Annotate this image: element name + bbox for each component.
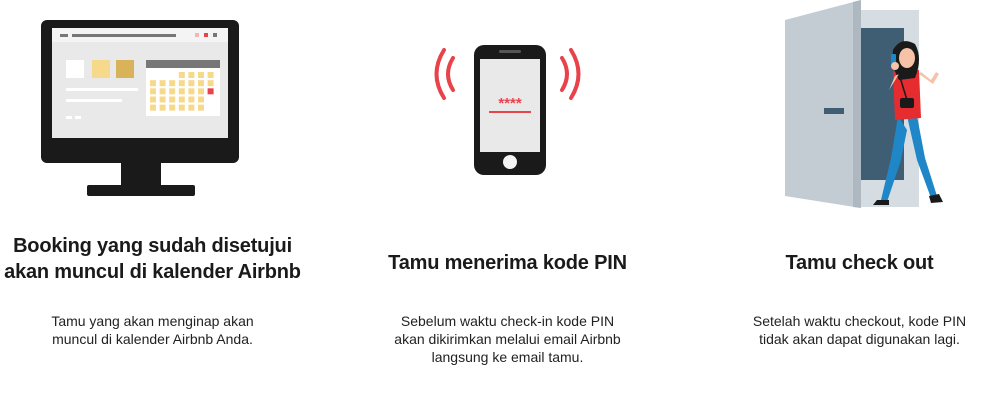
calendar-day	[188, 96, 195, 103]
step-title: Tamu check out	[785, 252, 934, 274]
calendar-day	[198, 72, 204, 78]
calendar-day	[159, 80, 166, 87]
calendar-day	[198, 104, 204, 111]
calendar-day	[169, 80, 176, 87]
door-guest-icon	[785, 0, 943, 208]
calendar-day	[178, 88, 185, 95]
calendar-day	[178, 80, 185, 87]
monitor-calendar-icon	[41, 20, 239, 196]
calendar-day	[188, 88, 195, 95]
calendar-day	[150, 88, 156, 95]
step-description: Sebelum waktu check-in kode PIN akan dik…	[394, 313, 621, 365]
calendar-day	[150, 80, 156, 87]
calendar-day	[188, 72, 195, 78]
guest-figure	[873, 41, 943, 205]
calendar-day	[178, 96, 185, 103]
calendar-day	[207, 88, 214, 95]
calendar-day	[207, 72, 214, 78]
calendar-day	[169, 104, 176, 111]
calendar-day	[188, 80, 195, 87]
calendar-day	[207, 96, 214, 103]
calendar-day	[198, 96, 204, 103]
calendar-day	[188, 104, 195, 111]
calendar-day	[159, 88, 166, 95]
calendar-day	[198, 80, 204, 87]
calendar-day	[159, 96, 166, 103]
calendar-day	[207, 104, 214, 111]
calendar-day	[150, 104, 156, 111]
step-description: Setelah waktu checkout, kode PIN tidak a…	[752, 313, 967, 347]
step-pin: **** Tamu menerima kode PIN Sebelum wakt…	[341, 0, 674, 417]
calendar-day	[178, 72, 185, 78]
calendar-day	[159, 104, 166, 111]
step-checkout: Tamu check out Setelah waktu checkout, k…	[693, 0, 999, 417]
step-description: Tamu yang akan menginap akan muncul di k…	[51, 313, 254, 347]
pin-code: ****	[498, 95, 522, 112]
calendar-day	[169, 96, 176, 103]
phone-pin-icon: ****	[434, 45, 581, 175]
calendar-day	[150, 96, 156, 103]
calendar-day	[169, 88, 176, 95]
step-booking: Booking yang sudah disetujui akan muncul…	[0, 0, 319, 417]
calendar-day	[207, 80, 214, 87]
step-title: Booking yang sudah disetujui akan muncul…	[4, 235, 301, 283]
calendar-day	[178, 104, 185, 111]
calendar-day	[198, 88, 204, 95]
step-title: Tamu menerima kode PIN	[388, 252, 627, 274]
